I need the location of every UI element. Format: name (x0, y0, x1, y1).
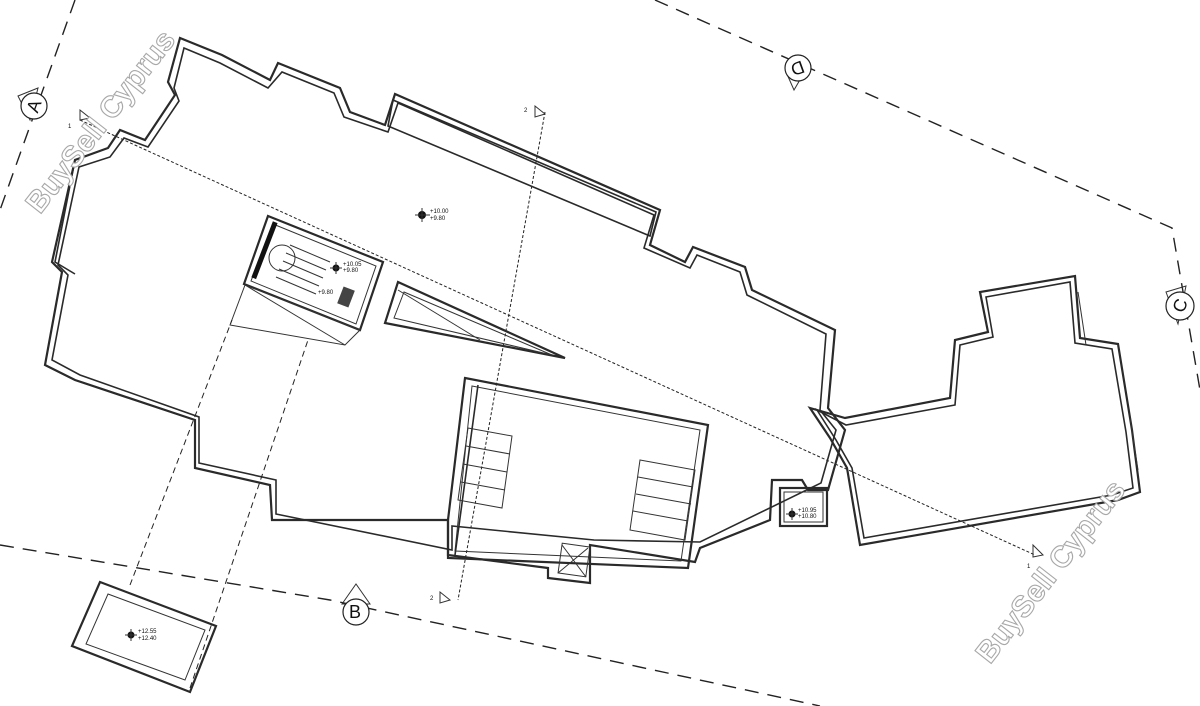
main-building-outline (43, 36, 847, 585)
level-lower-box-top: +12.55 (138, 629, 157, 635)
level-stair-bottom: +9.80 (343, 268, 359, 274)
lower-level-box (70, 319, 309, 694)
svg-text:2: 2 (524, 108, 528, 114)
svg-text:2: 2 (430, 596, 434, 602)
level-main-top: +10.00 (430, 209, 449, 215)
level-right-box-bottom: +10.80 (798, 514, 817, 520)
light-well (383, 280, 566, 360)
central-block (446, 376, 710, 578)
level-stair-inner: +9.80 (318, 290, 334, 296)
grid-marker-b: B (341, 583, 371, 626)
grid-marker-d: D (784, 54, 812, 92)
void-cross (557, 542, 591, 578)
balcony-top (387, 98, 657, 238)
svg-text:C: C (1169, 296, 1192, 315)
level-marker-right-box: +10.95 +10.80 (786, 508, 817, 520)
level-main-bottom: +9.80 (430, 216, 446, 222)
right-level-box (778, 486, 829, 528)
section-line-2: 2 2 (430, 104, 547, 604)
right-wing-outline (807, 274, 1142, 547)
level-marker-lower-box: +12.55 +12.40 (125, 629, 157, 642)
svg-text:1: 1 (1027, 564, 1031, 570)
svg-text:D: D (788, 57, 807, 80)
level-marker-stair: +10.05 +9.80 +9.80 (318, 262, 362, 296)
balcony-left (54, 159, 76, 275)
stair-left (457, 427, 513, 509)
svg-text:B: B (349, 602, 361, 622)
level-stair-top: +10.05 (343, 262, 362, 268)
svg-text:1: 1 (68, 124, 72, 130)
stairwell (229, 214, 385, 346)
level-right-box-top: +10.95 (798, 508, 817, 514)
stair-right (629, 459, 696, 541)
stair-treads (268, 244, 331, 295)
grid-marker-a: A (17, 87, 48, 122)
grid-marker-c: C (1165, 285, 1195, 326)
watermark-bottom-right: BuySell Cyprus (970, 474, 1133, 669)
level-marker-main: +10.00 +9.80 (415, 208, 449, 222)
level-lower-box-bottom: +12.40 (138, 636, 157, 642)
section-line-1: 1 1 (68, 108, 1045, 570)
